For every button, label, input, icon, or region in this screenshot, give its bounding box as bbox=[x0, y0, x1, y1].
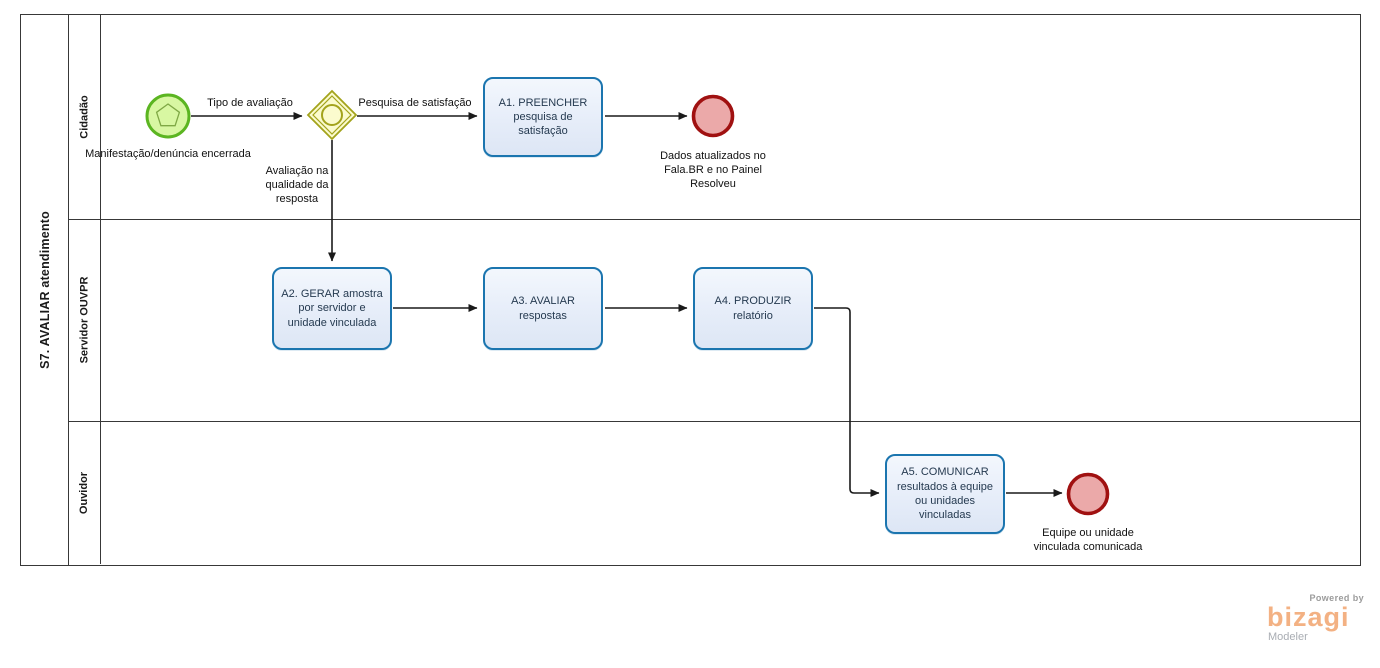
lane-label-cell: Cidadão bbox=[69, 15, 101, 219]
task-a5: A5. COMUNICAR resultados à equipe ou uni… bbox=[885, 454, 1005, 534]
start-event-label: Manifestação/denúncia encerrada bbox=[85, 148, 251, 160]
flow-label-pesquisa-de-satisfacao: Pesquisa de satisfação bbox=[358, 97, 472, 109]
task-a1-label: A1. PREENCHER pesquisa de satisfação bbox=[498, 96, 588, 138]
modeler-text: Modeler bbox=[1268, 631, 1308, 643]
end-event-communication-label: Equipe ou unidade vinculada comunicada bbox=[1033, 527, 1143, 553]
task-a1: A1. PREENCHER pesquisa de satisfação bbox=[483, 77, 603, 157]
task-a3: A3. AVALIAR respostas bbox=[483, 267, 603, 350]
lane-cidadao: Cidadão bbox=[69, 15, 1360, 219]
pool-title-cell: S7. AVALIAR atendimento bbox=[21, 15, 69, 565]
powered-by-text: Powered by bbox=[1309, 593, 1364, 603]
lane-label-cell: Ouvidor bbox=[69, 421, 101, 564]
bizagi-watermark: Powered by bizagi Modeler bbox=[1267, 593, 1364, 643]
lane-label-cidadao: Cidadão bbox=[78, 95, 91, 139]
lane-servidor-ouvpr: Servidor OUVPR bbox=[69, 218, 1360, 421]
task-a3-label: A3. AVALIAR respostas bbox=[511, 295, 575, 322]
lane-label-cell: Servidor OUVPR bbox=[69, 219, 101, 421]
bizagi-logo: bizagi bbox=[1267, 602, 1350, 632]
flow-label-tipo-de-avaliacao: Tipo de avaliação bbox=[207, 97, 293, 109]
task-a4: A4. PRODUZIR relatório bbox=[693, 267, 813, 350]
task-a2-label: A2. GERAR amostra por servidor e unidade… bbox=[281, 288, 383, 329]
end-event-survey-label: Dados atualizados no Fala.BR e no Painel… bbox=[660, 150, 766, 190]
pool-title: S7. AVALIAR atendimento bbox=[37, 211, 52, 369]
lane-label-servidor-ouvpr: Servidor OUVPR bbox=[78, 276, 91, 364]
lane-label-ouvidor: Ouvidor bbox=[78, 471, 91, 514]
task-a4-label: A4. PRODUZIR relatório bbox=[714, 295, 792, 322]
flow-label-avaliacao-qualidade: Avaliação na qualidade da resposta bbox=[265, 165, 329, 205]
task-a5-label: A5. COMUNICAR resultados à equipe ou uni… bbox=[896, 466, 993, 522]
lane-ouvidor: Ouvidor bbox=[69, 420, 1360, 564]
process-pool: S7. AVALIAR atendimento Cidadão Servidor… bbox=[20, 14, 1361, 566]
task-a2: A2. GERAR amostra por servidor e unidade… bbox=[272, 267, 392, 350]
